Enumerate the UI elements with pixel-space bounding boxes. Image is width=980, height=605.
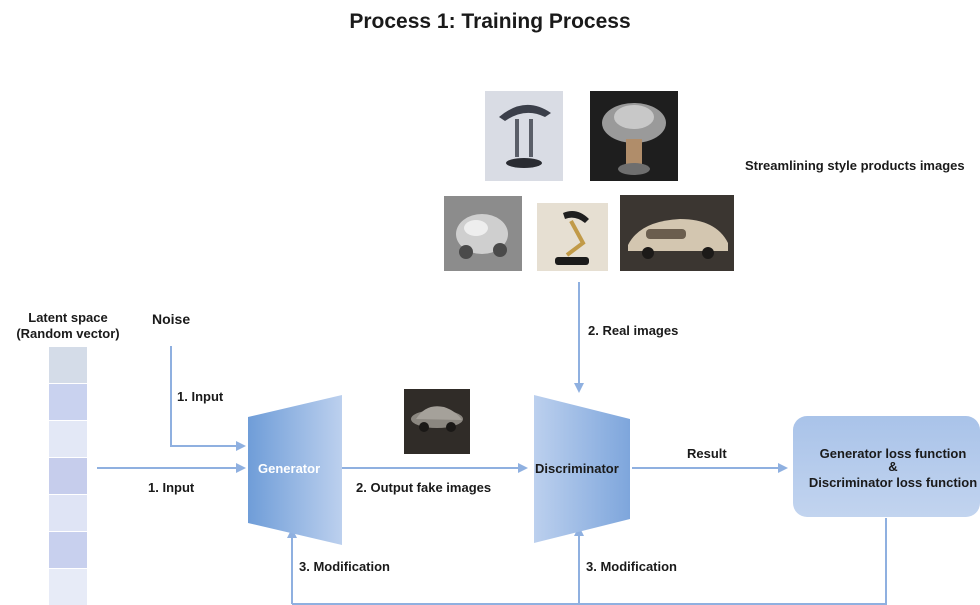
generator-block	[248, 395, 342, 545]
generator-label: Generator	[258, 461, 321, 476]
latent-cell	[49, 569, 87, 605]
modification-discriminator-label: 3. Modification	[586, 559, 677, 574]
latent-space-label-line2: (Random vector)	[16, 326, 120, 341]
latent-space-label-line1: Latent space	[28, 310, 108, 325]
latent-vector	[49, 347, 87, 605]
latent-cell	[49, 384, 87, 420]
output-fake-images-label: 2. Output fake images	[356, 480, 492, 495]
discriminator-block	[534, 395, 630, 543]
loss-ampersand: &	[888, 459, 898, 474]
products-label: Streamlining style products images	[745, 158, 965, 173]
latent-cell	[49, 421, 87, 457]
product-image-lamp-2	[590, 91, 678, 181]
latent-cell	[49, 458, 87, 494]
latent-cell	[49, 495, 87, 531]
noise-to-generator-arrow	[170, 346, 246, 451]
noise-input-label: 1. Input	[177, 389, 224, 404]
product-image-vehicle-1	[444, 196, 522, 271]
latent-cell	[49, 532, 87, 568]
discriminator-loss-label: Discriminator loss function	[808, 475, 978, 490]
latent-input-label: 1. Input	[148, 480, 195, 495]
discriminator-label: Discriminator	[535, 461, 619, 476]
noise-label: Noise	[152, 311, 191, 327]
feedback-loop-line	[292, 518, 887, 605]
product-image-lamp-1	[485, 91, 563, 181]
fake-image-car	[404, 389, 470, 454]
product-image-desk-lamp	[537, 203, 608, 271]
latent-cell	[49, 347, 87, 383]
real-images-label: 2. Real images	[588, 323, 679, 338]
product-image-vehicle-2	[620, 195, 734, 271]
result-label: Result	[687, 446, 727, 461]
modification-generator-label: 3. Modification	[299, 559, 390, 574]
latent-space-label: Latent space (Random vector)	[0, 310, 136, 342]
generator-loss-label: Generator loss function	[819, 446, 967, 461]
loss-function-box	[793, 416, 980, 517]
page-title: Process 1: Training Process	[349, 10, 631, 33]
